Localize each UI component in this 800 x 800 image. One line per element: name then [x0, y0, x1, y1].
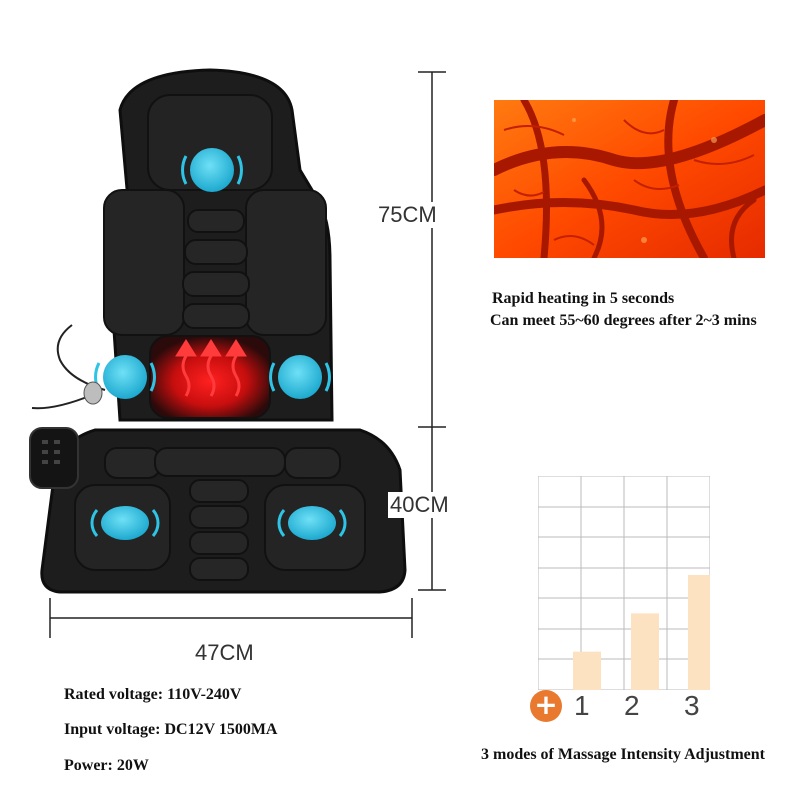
- spec-input-voltage: Input voltage: DC12V 1500MA: [64, 721, 278, 738]
- intensity-caption: 3 modes of Massage Intensity Adjustment: [481, 746, 765, 763]
- remote-control-icon: [29, 427, 79, 489]
- dimension-height-bottom-label: 40CM: [388, 492, 451, 518]
- spec-rated-voltage: Rated voltage: 110V-240V: [64, 686, 242, 703]
- spec-power: Power: 20W: [64, 757, 149, 774]
- heat-arrows-icon: [175, 339, 247, 397]
- back-right-panel: [245, 189, 327, 336]
- massage-node-icon: [277, 506, 347, 540]
- massage-node-icon: [181, 148, 243, 192]
- dimension-width-label: 47CM: [195, 640, 254, 665]
- intensity-level-1: 1: [574, 690, 590, 721]
- intensity-bar-1: [573, 651, 601, 690]
- intensity-level-2: 2: [624, 690, 640, 721]
- heating-veins-image: [494, 100, 765, 258]
- intensity-level-3: 3: [684, 690, 700, 721]
- intensity-grid: [538, 476, 710, 690]
- intensity-bar-3: [688, 575, 710, 690]
- plus-icon: +: [530, 690, 562, 722]
- intensity-bar-2: [631, 613, 659, 690]
- heating-text-line2: Can meet 55~60 degrees after 2~3 mins: [490, 312, 757, 329]
- massage-node-icon: [269, 355, 331, 399]
- dimension-height-top-label: 75CM: [376, 202, 439, 228]
- massage-node-icon: [90, 506, 160, 540]
- back-left-panel: [103, 189, 185, 336]
- heating-text-line1: Rapid heating in 5 seconds: [492, 290, 675, 307]
- cable-connector: [83, 381, 103, 405]
